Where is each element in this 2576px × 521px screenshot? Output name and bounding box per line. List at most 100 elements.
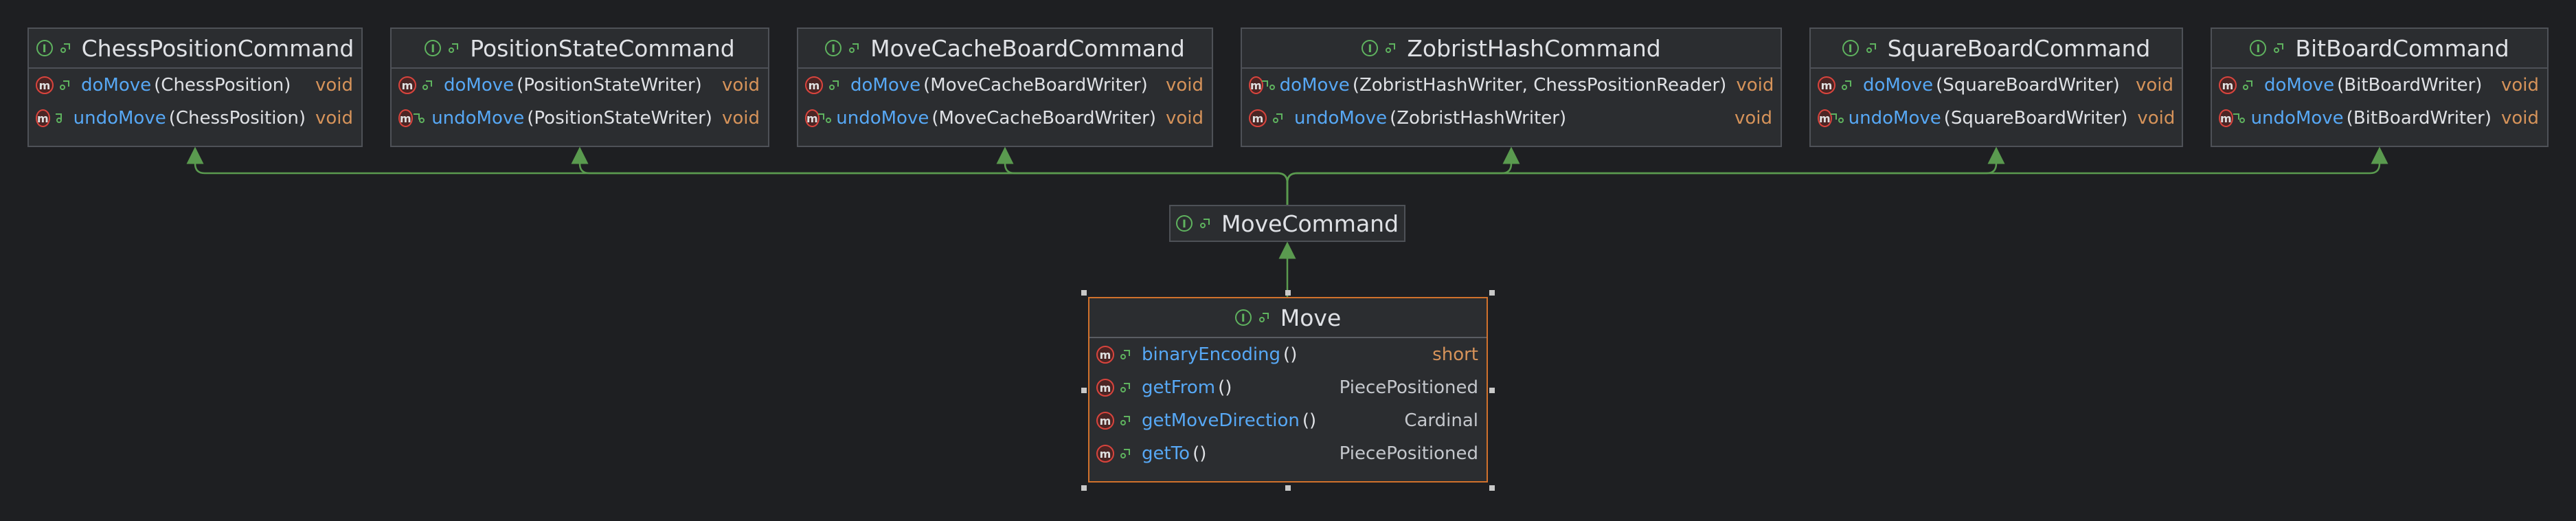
method-params: (MoveCacheBoardWriter): [923, 75, 1148, 96]
public-icon: [828, 80, 839, 91]
return-type: PiecePositioned: [1339, 377, 1478, 398]
method-params: (): [1283, 344, 1298, 365]
node-header: I MoveCacheBoardCommand: [798, 29, 1212, 69]
edge-move-command-to-position-state-command: [571, 146, 1289, 205]
method-icon: m: [1818, 109, 1832, 127]
interface-node-zobrist-hash-command[interactable]: I ZobristHashCommand m doMove (ZobristHa…: [1241, 27, 1782, 147]
edge-move-command-to-zobrist-hash-command: [1286, 146, 1520, 205]
interface-title: SquareBoardCommand: [1887, 34, 2151, 62]
public-icon: [422, 80, 433, 91]
node-header: I BitBoardCommand: [2212, 29, 2547, 69]
selection-handle[interactable]: [1489, 485, 1495, 491]
selection-handle[interactable]: [1081, 388, 1087, 393]
method-name: doMove: [1863, 75, 1934, 96]
selection-handle[interactable]: [1489, 290, 1495, 296]
return-type: void: [2500, 75, 2539, 96]
method-row[interactable]: m doMove (ChessPosition) void: [29, 69, 361, 102]
method-row[interactable]: m doMove (MoveCacheBoardWriter) void: [798, 69, 1212, 102]
public-icon: [1841, 80, 1852, 91]
method-params: (ChessPosition): [154, 75, 291, 96]
selection-handle[interactable]: [1285, 290, 1291, 296]
node-header: I SquareBoardCommand: [1811, 29, 2182, 69]
public-icon: [59, 80, 70, 91]
interface-node-position-state-command[interactable]: I PositionStateCommand m doMove (Positio…: [390, 27, 769, 147]
method-name: getTo: [1142, 443, 1190, 464]
method-row[interactable]: m doMove (PositionStateWriter) void: [392, 69, 768, 102]
return-type: void: [315, 75, 353, 96]
method-icon: m: [1818, 76, 1835, 94]
method-icon: m: [1249, 76, 1263, 94]
return-type: void: [315, 108, 353, 129]
method-name: doMove: [850, 75, 921, 96]
method-row[interactable]: m undoMove (SquareBoardWriter) void: [1811, 102, 2182, 135]
method-params: (PositionStateWriter): [517, 75, 702, 96]
method-row[interactable]: m undoMove (ZobristHashWriter) void: [1242, 102, 1781, 135]
method-icon: m: [2219, 76, 2237, 94]
interface-title: BitBoardCommand: [2295, 34, 2509, 62]
method-icon: m: [2219, 109, 2233, 127]
method-name: undoMove: [1848, 108, 1941, 129]
method-row[interactable]: m doMove (BitBoardWriter) void: [2212, 69, 2547, 102]
public-icon: [55, 113, 63, 124]
return-type: void: [1165, 108, 1204, 129]
edge-move-command-to-square-board-command: [1286, 146, 2005, 205]
public-icon: [2273, 43, 2284, 54]
interface-node-chess-position-command[interactable]: I ChessPositionCommand m doMove (ChessPo…: [27, 27, 363, 147]
selection-handle[interactable]: [1081, 485, 1087, 491]
selection-handle[interactable]: [1081, 290, 1087, 296]
return-type: void: [2137, 108, 2176, 129]
interface-icon: I: [825, 40, 842, 56]
public-icon: [60, 43, 71, 54]
method-row[interactable]: m getMoveDirection () Cardinal: [1089, 404, 1487, 437]
public-icon: [1120, 415, 1131, 426]
edge-move-command-to-chess-position-command: [186, 146, 1289, 205]
interface-node-move[interactable]: I Move m binaryEncoding () short m getFr…: [1088, 297, 1488, 483]
method-row[interactable]: m undoMove (PositionStateWriter) void: [392, 102, 768, 135]
interface-node-square-board-command[interactable]: I SquareBoardCommand m doMove (SquareBoa…: [1809, 27, 2183, 147]
interface-title: ZobristHashCommand: [1407, 34, 1661, 62]
method-name: undoMove: [431, 108, 525, 129]
interface-icon: I: [1175, 215, 1193, 232]
method-row[interactable]: m binaryEncoding () short: [1089, 338, 1487, 371]
public-icon: [414, 113, 424, 124]
return-type: void: [2500, 108, 2539, 129]
method-icon: m: [398, 76, 416, 94]
method-params: (ZobristHashWriter): [1390, 108, 1567, 129]
interface-icon: I: [425, 40, 442, 56]
node-header: I Move: [1089, 298, 1487, 338]
public-icon: [1120, 448, 1131, 459]
method-row[interactable]: m undoMove (ChessPosition) void: [29, 102, 361, 135]
public-icon: [2242, 80, 2253, 91]
method-params: (SquareBoardWriter): [1943, 108, 2128, 129]
interface-node-bit-board-command[interactable]: I BitBoardCommand m doMove (BitBoardWrit…: [2211, 27, 2549, 147]
interface-title: PositionStateCommand: [470, 34, 735, 62]
interface-node-move-cache-board-command[interactable]: I MoveCacheBoardCommand m doMove (MoveCa…: [797, 27, 1213, 147]
interface-node-move-command[interactable]: I MoveCommand: [1169, 205, 1405, 242]
method-row[interactable]: m getFrom () PiecePositioned: [1089, 371, 1487, 404]
method-name: undoMove: [1294, 108, 1388, 129]
method-params: (PositionStateWriter): [527, 108, 712, 129]
method-row[interactable]: m doMove (SquareBoardWriter) void: [1811, 69, 2182, 102]
method-icon: m: [1249, 109, 1267, 127]
method-row[interactable]: m doMove (ZobristHashWriter, ChessPositi…: [1242, 69, 1781, 102]
method-row[interactable]: m undoMove (BitBoardWriter) void: [2212, 102, 2547, 135]
public-icon: [448, 43, 459, 54]
method-name: getMoveDirection: [1142, 410, 1300, 431]
method-params: (SquareBoardWriter): [1936, 75, 2120, 96]
edge-move-command-to-move-cache-board-command: [996, 146, 1289, 205]
selection-handle[interactable]: [1285, 485, 1291, 491]
return-type: Cardinal: [1404, 410, 1478, 431]
public-icon: [1120, 349, 1131, 360]
method-icon: m: [1096, 379, 1114, 397]
method-name: getFrom: [1142, 377, 1216, 398]
return-type: void: [721, 75, 760, 96]
public-icon: [848, 43, 859, 54]
interface-title: ChessPositionCommand: [81, 34, 354, 62]
method-icon: m: [1096, 445, 1114, 463]
method-name: binaryEncoding: [1142, 344, 1281, 365]
method-row[interactable]: m getTo () PiecePositioned: [1089, 437, 1487, 470]
selection-handle[interactable]: [1489, 388, 1495, 393]
public-icon: [1385, 43, 1396, 54]
method-row[interactable]: m undoMove (MoveCacheBoardWriter) void: [798, 102, 1212, 135]
